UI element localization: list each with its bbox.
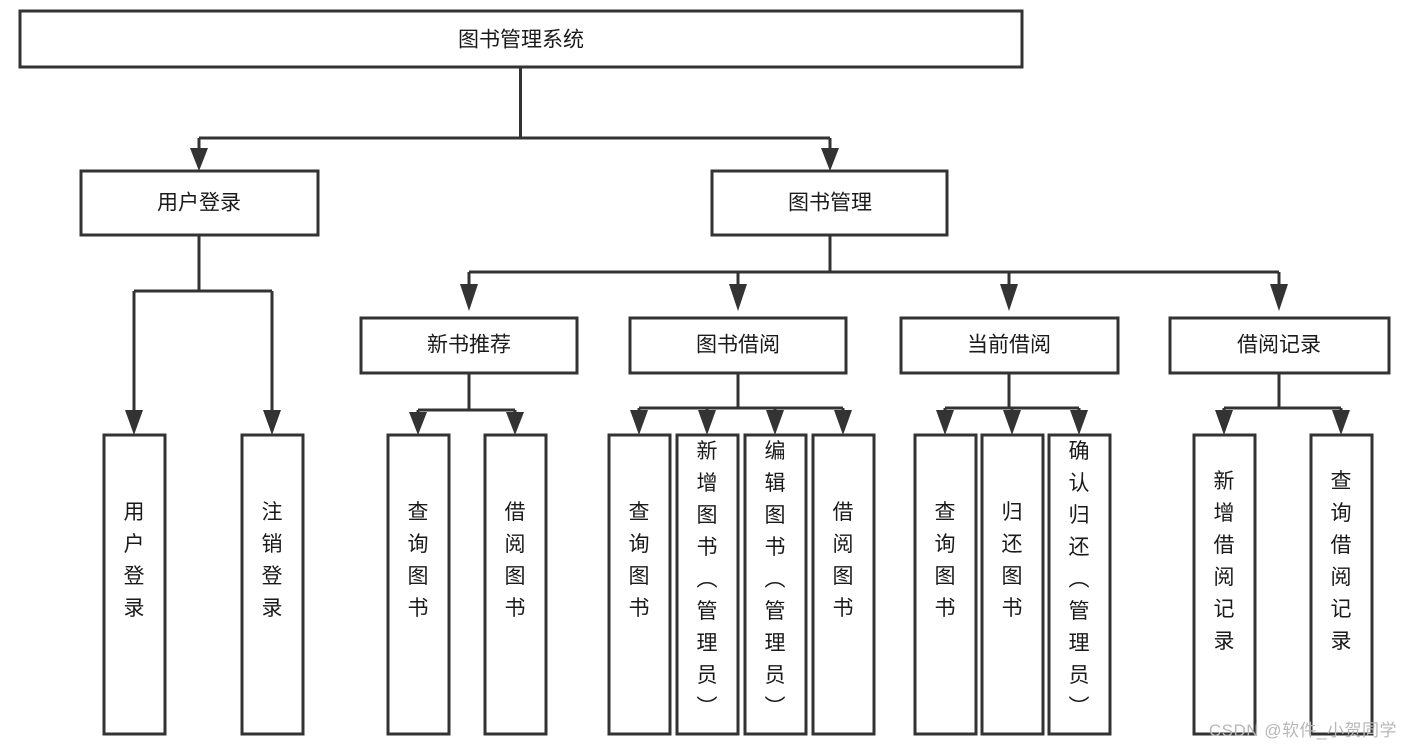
node-leaf-borrow-book-1-box[interactable]: [483, 433, 548, 736]
node-user-login-box[interactable]: [79, 169, 320, 237]
node-borrow-record-box[interactable]: [1168, 316, 1391, 375]
node-leaf-add-record-box[interactable]: [1192, 433, 1257, 736]
node-leaf-user-login[interactable]: 用户登录: [102, 433, 167, 736]
node-leaf-borrow-book-1-label: 借阅图书: [505, 501, 526, 620]
node-leaf-query-book-1[interactable]: 查询图书: [386, 433, 451, 736]
arrow-head-leaf-edit-book: [766, 410, 784, 435]
node-borrow-record[interactable]: 借阅记录: [1168, 316, 1391, 375]
connector-group-borrow-record: [1215, 373, 1350, 435]
node-leaf-add-book[interactable]: 新增图书︵管理员︶: [675, 433, 740, 736]
arrow-head-leaf-add-record: [1215, 410, 1233, 435]
connector-group-root: [190, 67, 839, 171]
arrow-head-leaf-add-book: [698, 410, 716, 435]
node-leaf-query-record-label: 查询借阅记录: [1331, 470, 1352, 653]
node-leaf-edit-book-label: 编辑图书︵管理员︶: [765, 440, 786, 719]
node-leaf-query-book-1-box[interactable]: [386, 433, 451, 736]
arrow-head-leaf-logout: [263, 410, 281, 435]
arrow-head-leaf-return-book: [1003, 410, 1021, 435]
arrow-head-book-management: [821, 148, 839, 171]
connector-group-book-borrow: [630, 373, 852, 435]
connector-group-current-borrow: [936, 373, 1088, 435]
node-leaf-query-book-2-label: 查询图书: [629, 501, 650, 620]
node-current-borrow-label: 当前借阅: [967, 334, 1051, 357]
node-book-borrow-label: 图书借阅: [696, 334, 780, 357]
node-book-borrow-box[interactable]: [628, 316, 848, 375]
node-leaf-return-book-box[interactable]: [980, 433, 1045, 736]
connector-group-book-management: [460, 235, 1288, 311]
arrow-head-new-book-recommend: [460, 284, 478, 311]
arrow-head-leaf-query-book-1: [409, 412, 427, 435]
node-current-borrow[interactable]: 当前借阅: [899, 316, 1120, 375]
node-root[interactable]: 图书管理系统: [18, 9, 1024, 69]
node-leaf-query-book-2-box[interactable]: [607, 433, 672, 736]
node-new-book-recommend-label: 新书推荐: [427, 334, 511, 357]
node-leaf-confirm-return-box[interactable]: [1047, 433, 1112, 736]
node-leaf-query-book-1-label: 查询图书: [408, 501, 429, 620]
node-leaf-logout-label: 注销登录: [262, 501, 283, 620]
node-leaf-borrow-book-2-label: 借阅图书: [833, 501, 854, 620]
node-leaf-query-book-3[interactable]: 查询图书: [913, 433, 978, 736]
node-leaf-query-book-3-box[interactable]: [913, 433, 978, 736]
node-leaf-user-login-box[interactable]: [102, 433, 167, 736]
node-leaf-add-record-label: 新增借阅记录: [1214, 470, 1235, 653]
node-borrow-record-label: 借阅记录: [1237, 334, 1321, 357]
node-new-book-recommend[interactable]: 新书推荐: [359, 316, 579, 375]
arrow-head-leaf-confirm-return: [1070, 410, 1088, 435]
node-leaf-query-book-2[interactable]: 查询图书: [607, 433, 672, 736]
node-book-management-label: 图书管理: [788, 192, 872, 215]
node-leaf-borrow-book-2-box[interactable]: [811, 433, 876, 736]
arrow-head-leaf-query-book-2: [630, 410, 648, 435]
arrow-head-leaf-query-record: [1332, 410, 1350, 435]
arrow-head-leaf-user-login: [125, 410, 143, 435]
node-leaf-confirm-return-label: 确认归还︵管理员︶: [1069, 440, 1090, 719]
node-new-book-recommend-box[interactable]: [359, 316, 579, 375]
node-leaf-user-login-label: 用户登录: [124, 501, 145, 620]
node-leaf-add-record[interactable]: 新增借阅记录: [1192, 433, 1257, 736]
node-leaf-add-book-box[interactable]: [675, 433, 740, 736]
node-leaf-query-book-3-label: 查询图书: [935, 501, 956, 620]
node-leaf-edit-book[interactable]: 编辑图书︵管理员︶: [743, 433, 808, 736]
arrow-head-borrow-record: [1270, 284, 1288, 311]
node-leaf-edit-book-box[interactable]: [743, 433, 808, 736]
node-book-management-box[interactable]: [710, 169, 949, 237]
arrow-head-leaf-borrow-book-1: [506, 412, 524, 435]
csdn-watermark: CSDN @软件_小贺同学: [1208, 721, 1397, 740]
arrow-head-book-borrow: [729, 284, 747, 311]
node-book-management[interactable]: 图书管理: [710, 169, 949, 237]
node-root-box[interactable]: [18, 9, 1024, 69]
node-leaf-return-book-label: 归还图书: [1002, 501, 1023, 620]
arrow-head-current-borrow: [1000, 284, 1018, 311]
node-book-borrow[interactable]: 图书借阅: [628, 316, 848, 375]
node-leaf-query-record[interactable]: 查询借阅记录: [1309, 433, 1374, 736]
node-current-borrow-box[interactable]: [899, 316, 1120, 375]
node-user-login-label: 用户登录: [157, 192, 241, 215]
node-leaf-add-book-label: 新增图书︵管理员︶: [697, 440, 718, 719]
node-user-login[interactable]: 用户登录: [79, 169, 320, 237]
arrow-head-leaf-borrow-book-2: [834, 410, 852, 435]
arrow-head-user-login: [190, 148, 208, 171]
node-root-label: 图书管理系统: [458, 29, 584, 52]
node-leaf-borrow-book-1[interactable]: 借阅图书: [483, 433, 548, 736]
node-leaf-return-book[interactable]: 归还图书: [980, 433, 1045, 736]
node-leaf-confirm-return[interactable]: 确认归还︵管理员︶: [1047, 433, 1112, 736]
arrow-head-leaf-query-book-3: [936, 410, 954, 435]
node-leaf-logout-box[interactable]: [240, 433, 305, 736]
node-leaf-logout[interactable]: 注销登录: [240, 433, 305, 736]
node-leaf-query-record-box[interactable]: [1309, 433, 1374, 736]
node-leaf-borrow-book-2[interactable]: 借阅图书: [811, 433, 876, 736]
connector-group-new-book-recommend: [409, 373, 524, 435]
connector-group-user-login: [125, 235, 281, 435]
